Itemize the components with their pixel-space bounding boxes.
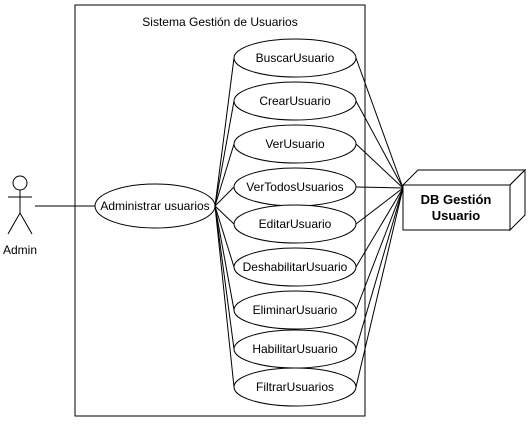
use-case-label: EditarUsuario [259,217,332,231]
use-case-ellipse [233,367,357,407]
database-top-face [401,169,527,186]
actor-label: Admin [3,243,37,257]
use-case-label: VerUsuario [265,137,325,151]
use-case-label: FiltrarUsuarios [256,380,334,394]
db-link-deshabilitar-usuario [355,187,404,268]
database-label-line1: DB Gestión [421,192,492,207]
database-front-face [402,184,511,231]
actor-admin[interactable]: Admin [3,175,37,257]
use-case-ellipse [233,124,357,164]
actor-left-leg [7,212,21,235]
db-link-filtrar-usuarios [355,187,404,388]
actor-head [12,175,28,191]
main-use-case-label: Administrar usuarios [100,199,209,213]
db-link-crear-usuario [355,100,404,189]
use-case-crear-usuario[interactable]: CrearUsuario [233,81,357,121]
use-case-buscar-usuario[interactable]: BuscarUsuario [233,38,357,78]
database-node[interactable]: DB Gestión Usuario [401,168,527,232]
db-link-habilitar-usuario [355,187,404,350]
connector-lines [35,57,404,388]
include-link-eliminar-usuario [214,205,235,311]
use-case-editar-usuario[interactable]: EditarUsuario [233,204,357,244]
include-link-deshabilitar-usuario [214,205,235,268]
use-case-label: BuscarUsuario [256,51,335,65]
use-case-ellipse [233,247,357,287]
use-case-ellipse [233,81,357,121]
include-link-ver-todos-usuarios [214,186,235,207]
database-label-line2: Usuario [432,208,480,223]
use-case-deshabilitar-usuario[interactable]: DeshabilitarUsuario [233,247,357,287]
include-link-buscar-usuario [214,57,235,207]
use-case-list: BuscarUsuarioCrearUsuarioVerUsuarioVerTo… [233,38,357,407]
db-link-editar-usuario [355,187,404,225]
db-link-eliminar-usuario [355,187,404,311]
include-link-editar-usuario [214,205,235,225]
use-case-ver-usuario[interactable]: VerUsuario [233,124,357,164]
use-case-label: EliminarUsuario [253,303,338,317]
use-case-filtrar-usuarios[interactable]: FiltrarUsuarios [233,367,357,407]
actor-right-leg [19,212,33,235]
use-case-label: HabilitarUsuario [252,342,338,356]
use-case-label: VerTodosUsuarios [246,180,343,194]
system-title: Sistema Gestión de Usuarios [142,15,297,29]
use-case-ellipse [233,290,357,330]
use-case-ellipse [233,204,357,244]
db-link-buscar-usuario [355,57,404,189]
use-case-ver-todos-usuarios[interactable]: VerTodosUsuarios [233,167,357,207]
use-case-administrar-usuarios[interactable]: Administrar usuarios [94,183,216,229]
use-case-habilitar-usuario[interactable]: HabilitarUsuario [233,329,357,369]
main-use-case-ellipse [94,183,216,229]
use-case-eliminar-usuario[interactable]: EliminarUsuario [233,290,357,330]
include-link-ver-usuario [214,143,235,207]
use-case-label: CrearUsuario [259,94,331,108]
use-case-ellipse [233,38,357,78]
include-link-crear-usuario [214,100,235,207]
db-link-ver-todos-usuarios [355,186,404,189]
include-link-filtrar-usuarios [214,205,235,388]
use-case-label: DeshabilitarUsuario [243,260,348,274]
db-link-ver-usuario [355,143,404,189]
include-link-habilitar-usuario [214,205,235,350]
